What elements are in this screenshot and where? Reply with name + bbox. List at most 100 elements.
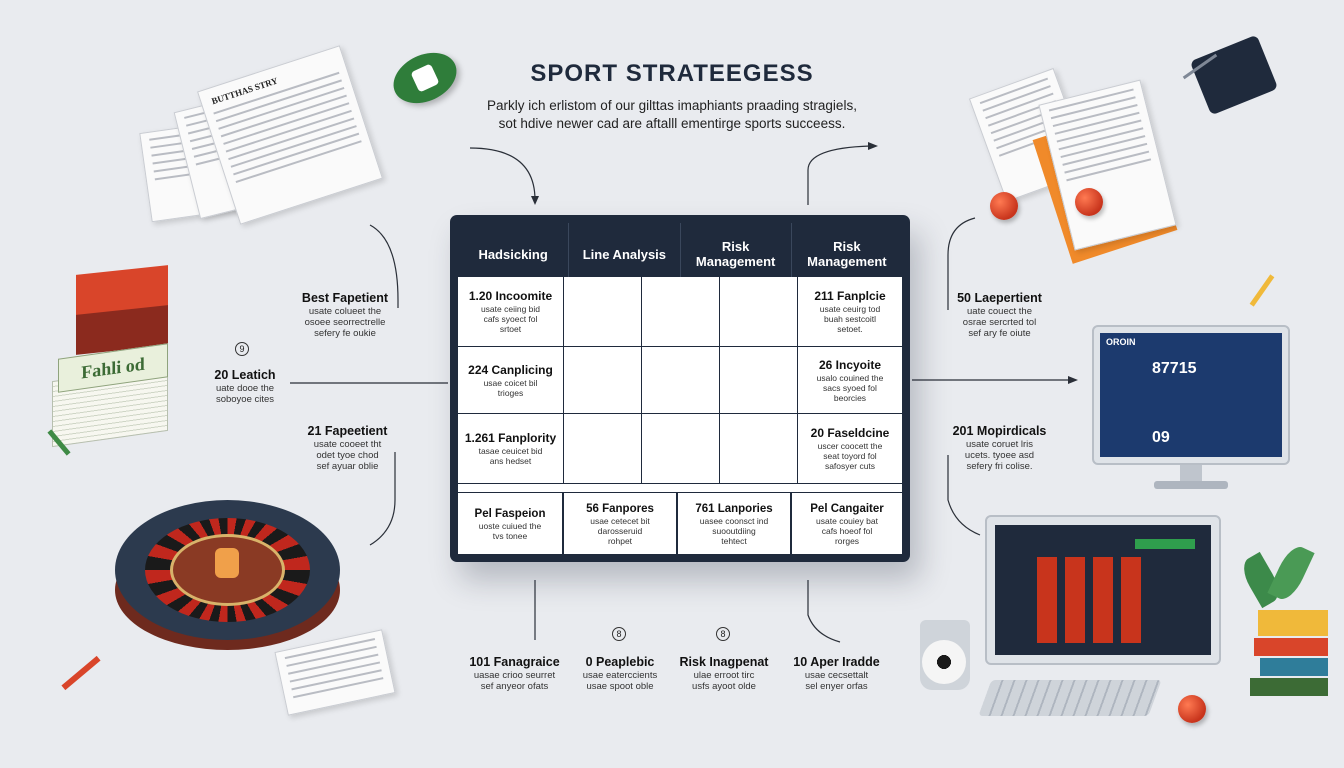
ball-icon — [1178, 695, 1206, 723]
cell-desc: uscer coocett the seat toyord fol safosy… — [817, 441, 883, 471]
football-patch — [410, 63, 440, 93]
label-desc: usae eaterccients usae spoot oble — [582, 670, 658, 692]
label-desc: uate dooe the soboyoe cites — [215, 383, 275, 405]
bottom-label-3: Risk Inagpenat ulae erroot tirc usfs ayo… — [674, 654, 774, 692]
header-text: Hadsicking — [478, 246, 548, 262]
strategy-table: Hadsicking Line Analysis Risk Management… — [450, 215, 910, 562]
label-desc: usate coruet lris ucets. tyoee asd sefer… — [964, 439, 1035, 472]
page-title: SPORT STRATEEGESS — [530, 60, 814, 87]
connector-right-bottom — [947, 455, 981, 536]
cell-desc: usate ceiing bid cafs syoect fol srtoet — [480, 304, 541, 334]
screen-number: 87715 — [1152, 360, 1197, 377]
cell-desc: tasae ceuicet bid ans hedset — [478, 446, 543, 466]
label-heading: 20 Leatich — [214, 368, 276, 382]
books-stack-icon — [1250, 610, 1330, 700]
soccer-ball-icon — [922, 640, 966, 684]
connector-left-top — [369, 224, 399, 308]
paper-stack-illustration: BUTTHAS STRY — [139, 45, 395, 225]
header-cell: Risk Management — [792, 223, 902, 285]
book — [1254, 638, 1328, 656]
screen-tiles — [1037, 557, 1149, 643]
right-label-1: 50 Laepertient uate couect the osrae ser… — [952, 290, 1047, 339]
keyboard-icon — [978, 680, 1162, 716]
book — [1260, 658, 1328, 676]
arrowhead-down — [531, 196, 539, 205]
table-cell-empty — [642, 347, 720, 414]
header-text: Risk Management — [807, 239, 887, 269]
label-desc: ulae erroot tirc usfs ayoot olde — [692, 670, 756, 692]
label-heading: 50 Laepertient — [957, 291, 1042, 305]
table-cell-empty — [720, 414, 798, 484]
monitor-screen: OROIN 87715 09 — [1100, 333, 1282, 457]
header-cell: Line Analysis — [569, 223, 681, 285]
cell-heading: 224 Canplicing — [468, 362, 553, 377]
cell-desc: usae cetecet bit darosseruid rohpet — [590, 515, 650, 546]
connector-right-top — [947, 217, 976, 310]
sheet-heading: BUTTHAS STRY — [210, 75, 279, 107]
label-desc: usate cooeet tht odet tyoe chod sef ayua… — [313, 439, 382, 472]
cell-heading: 1.261 Fanplority — [464, 431, 557, 445]
subtitle-line-1: Parkly ich erlistom of our gilttas imaph… — [487, 98, 857, 113]
computer-screen — [995, 525, 1211, 655]
table-cell-empty — [564, 414, 642, 484]
monitor-stand — [1180, 465, 1202, 483]
cell-desc: usate couiey bat cafs hoeof fol rorges — [816, 515, 878, 546]
label-heading: 0 Peaplebic — [585, 655, 655, 669]
cell-desc: uasee coonsct ind suooutdiing tehtect — [699, 515, 769, 546]
cell-heading: 26 Incyoite — [818, 357, 882, 372]
arrowhead-right-mid — [1068, 376, 1078, 384]
book — [1250, 678, 1328, 696]
step-circle: 8 — [612, 627, 626, 641]
plant-icon — [1237, 542, 1318, 615]
connector-top-left — [469, 147, 536, 201]
connector-bottom-right — [807, 580, 841, 643]
cell-heading: 20 Faseldcine — [810, 426, 890, 440]
leaf — [1267, 542, 1315, 604]
bottom-label-1: 101 Fanagraice uasae crioo seurret sef a… — [462, 654, 567, 692]
page-subtitle: Parkly ich erlistom of our gilttas imaph… — [372, 97, 972, 133]
screen-accent — [1135, 539, 1195, 549]
screen-header: OROIN — [1106, 337, 1136, 347]
money-stack-illustration: Fahli od — [52, 343, 172, 448]
cell-desc: usate ceuirg tod buah sestcoitl setoet. — [819, 304, 881, 334]
table-cell-empty — [642, 414, 720, 484]
left-label-3: 21 Fapeetient usate cooeet tht odet tyoe… — [300, 423, 395, 472]
cell-heading: 1.20 Incoomite — [468, 289, 553, 303]
book — [1258, 610, 1328, 636]
header-text: Line Analysis — [582, 246, 667, 262]
cell-heading: 211 Fanplcie — [814, 289, 886, 303]
connector-left-bottom — [369, 452, 396, 546]
bottom-label-4: 10 Aper Iradde usae cecsettalt sel enyer… — [784, 654, 889, 692]
right-label-2: 201 Mopirdicals usate coruet lris ucets.… — [952, 423, 1047, 472]
label-desc: uate couect the osrae sercrted tol sef a… — [962, 306, 1037, 339]
cell-heading: 56 Fanpores — [586, 502, 654, 515]
step-circle: 8 — [716, 627, 730, 641]
label-desc: usate colueet the osoee seorrectrelle se… — [304, 306, 386, 339]
monitor-illustration: OROIN 87715 09 — [1092, 325, 1292, 495]
label-desc: uasae crioo seurret sef anyeor ofats — [473, 670, 556, 692]
ball-icon — [1075, 188, 1103, 216]
label-heading: Best Fapetient — [301, 291, 389, 305]
arrowhead-right-top — [868, 142, 878, 150]
cell-desc: uoste cuiued the tvs tonee — [478, 520, 542, 541]
label-heading: 10 Aper Iradde — [793, 655, 880, 669]
computer-illustration — [978, 515, 1225, 725]
roulette-wheel-illustration — [115, 500, 340, 650]
left-label-2: 20 Leatich uate dooe the soboyoe cites — [200, 367, 290, 405]
monitor-foot — [1154, 481, 1228, 489]
table-cell-empty — [642, 277, 720, 347]
label-heading: Risk Inagpenat — [679, 655, 769, 669]
table-header: Hadsicking Line Analysis Risk Management… — [458, 223, 902, 285]
left-label-1: Best Fapetient usate colueet the osoee s… — [300, 290, 390, 339]
subtitle-line-2: sot hdive newer cad are aftalll ementirg… — [498, 116, 846, 131]
